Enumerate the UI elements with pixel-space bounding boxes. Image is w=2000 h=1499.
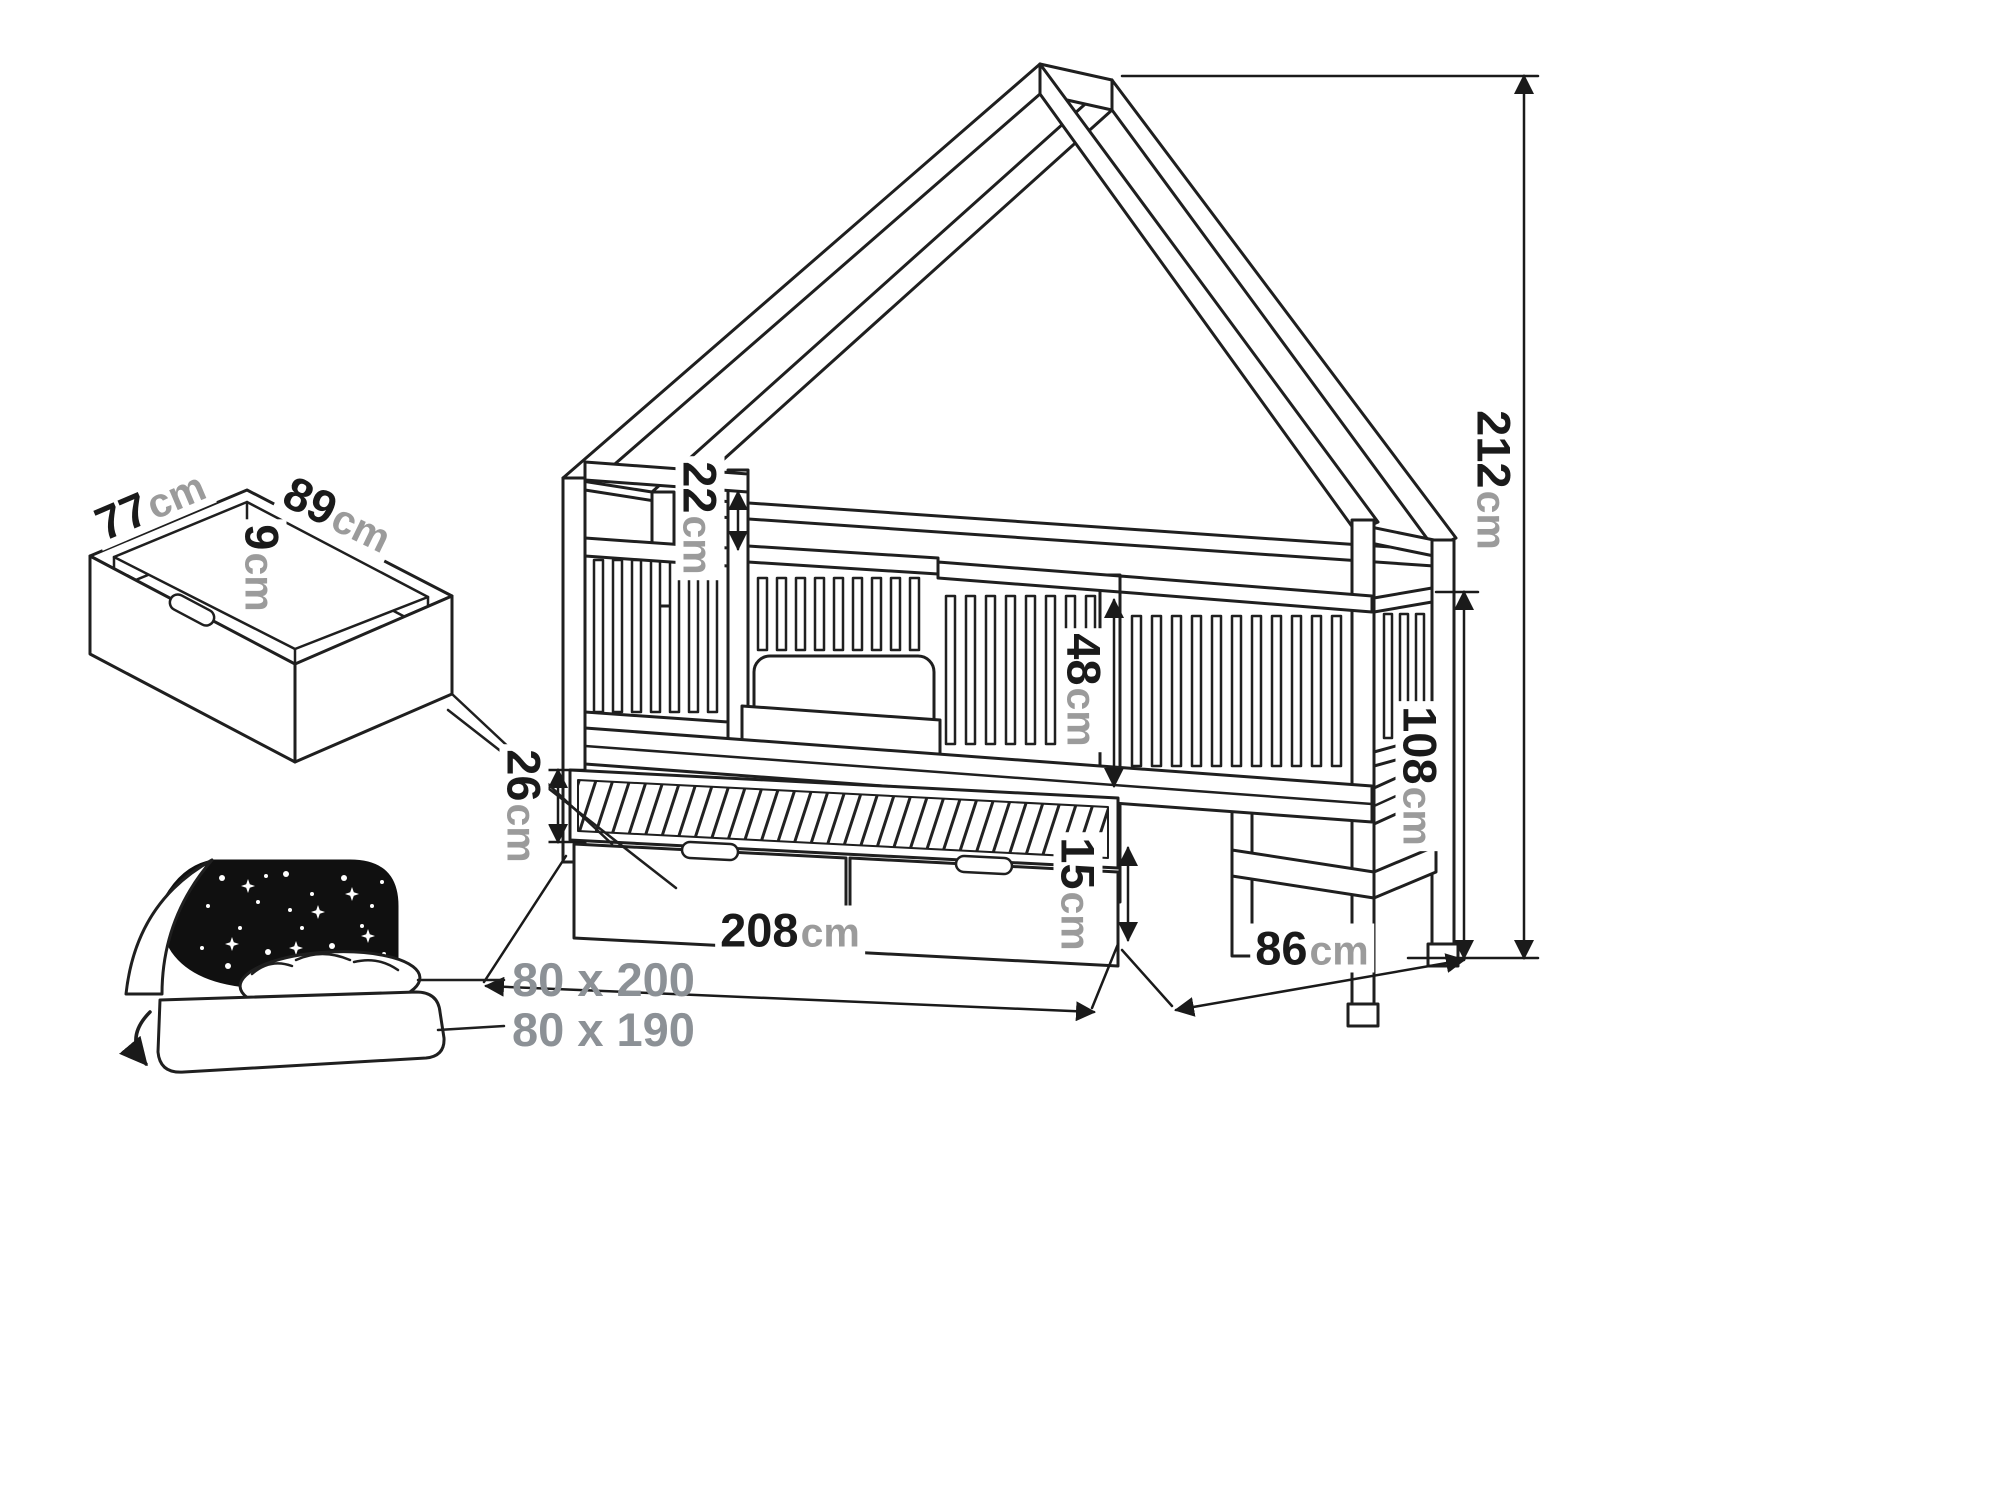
- dimension-label-trundle-height: 26cm: [498, 744, 551, 868]
- blanket-fold: [124, 858, 214, 996]
- dimension-label-total-height: 212cm: [1468, 405, 1521, 555]
- leader-line: [446, 708, 678, 890]
- dimension-label-bed-width: 86cm: [1250, 923, 1374, 973]
- dimension-label-drawer-depth: 9cm: [236, 519, 289, 617]
- drawer-handle-notch: [168, 593, 216, 627]
- mattress-size-main: 80 x 200: [512, 953, 695, 1006]
- trundle-bed-icon: [119, 858, 506, 1074]
- guard-rail-panels: [936, 560, 1374, 768]
- dimension-label-bed-length: 208cm: [715, 905, 865, 955]
- mattress-size-trundle: 80 x 190: [512, 1003, 695, 1056]
- leader-line: [436, 1024, 506, 1032]
- dimension-label-guard-rail-height: 48cm: [1058, 628, 1111, 752]
- roof-frame: [561, 62, 1458, 568]
- headboard-panel: [583, 460, 750, 742]
- drawer-handle-notch: [680, 840, 740, 862]
- pull-out-arrow-icon: [119, 1010, 152, 1067]
- mattress-icon: [156, 990, 446, 1074]
- dimension-label-headboard-gap: 22cm: [674, 456, 727, 580]
- entry-opening: [740, 544, 942, 764]
- dimension-lines: [482, 74, 1540, 1022]
- dimension-label-side-height: 108cm: [1394, 701, 1447, 851]
- dimension-label-drawer-front-height: 15cm: [1052, 832, 1105, 956]
- drawer-handle-notch: [954, 854, 1014, 876]
